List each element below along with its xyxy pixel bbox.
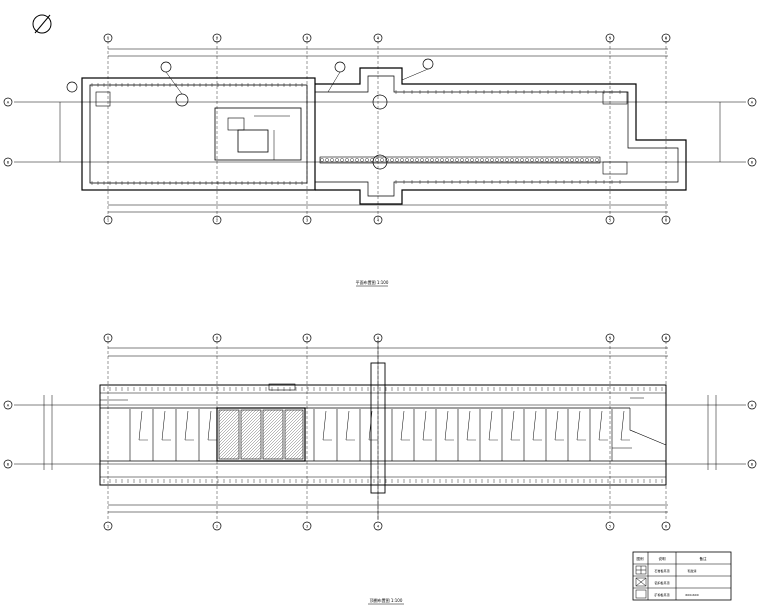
svg-text:6: 6	[665, 36, 668, 40]
svg-text:4: 4	[377, 524, 380, 528]
svg-text:2: 2	[216, 336, 218, 340]
grid-bubble-left-B: B	[3, 157, 13, 167]
grid-bubble-bottom-3: 3	[302, 215, 312, 225]
legend-row-2-name: 铝扣板吊顶	[654, 580, 669, 585]
svg-text:5: 5	[609, 218, 611, 222]
grid-bubble-top-1: 1	[103, 33, 113, 43]
svg-text:3: 3	[306, 218, 308, 222]
ceiling-plan	[14, 336, 746, 520]
legend-dots-symbol-icon	[635, 589, 647, 599]
grid-bubble-bottom-4: 4	[373, 215, 383, 225]
svg-text:A: A	[751, 403, 754, 407]
svg-text:2: 2	[216, 36, 218, 40]
svg-text:B: B	[751, 160, 754, 164]
svg-text:4: 4	[377, 218, 380, 222]
grid-bubble-bottom-2: 2	[212, 215, 222, 225]
grid-bubble-top-4: 4	[373, 33, 383, 43]
svg-text:6: 6	[665, 218, 668, 222]
grid-bubble-bottom-1: 1	[103, 521, 113, 531]
grid-bubble-bottom-2: 2	[212, 521, 222, 531]
grid-bubble-top-3: 3	[302, 333, 312, 343]
grid-bubble-left-A: A	[3, 97, 13, 107]
svg-text:A: A	[751, 100, 754, 104]
legend-cross-symbol-icon	[635, 577, 647, 587]
svg-text:B: B	[751, 462, 754, 466]
grid-bubble-left-B: B	[3, 459, 13, 469]
grid-bubble-bottom-6: 6	[661, 521, 671, 531]
grid-bubble-top-2: 2	[212, 33, 222, 43]
svg-text:1: 1	[107, 524, 109, 528]
legend-header-name: 说明	[659, 556, 667, 561]
grid-bubble-top-4: 4	[373, 333, 383, 343]
legend-row-1-note: 乳胶漆	[687, 568, 696, 573]
svg-text:3: 3	[306, 36, 308, 40]
floor-plan	[14, 36, 746, 220]
svg-text:5: 5	[609, 36, 611, 40]
grid-bubble-top-1: 1	[103, 333, 113, 343]
grid-bubble-top-3: 3	[302, 33, 312, 43]
grid-bubble-bottom-4: 4	[373, 521, 383, 531]
legend-row-3-note: 600x600	[685, 593, 698, 597]
svg-text:B: B	[7, 160, 10, 164]
grid-bubble-right-B: B	[747, 459, 757, 469]
grid-bubble-bottom-6: 6	[661, 215, 671, 225]
svg-text:1: 1	[107, 336, 109, 340]
svg-text:3: 3	[306, 336, 308, 340]
svg-text:3: 3	[306, 524, 308, 528]
ceiling-plan-title: 顶棚布置图 1:100	[370, 597, 403, 603]
grid-bubble-top-6: 6	[661, 333, 671, 343]
grid-bubble-top-6: 6	[661, 33, 671, 43]
grid-bubble-right-A: A	[747, 400, 757, 410]
legend-grid-symbol-icon	[635, 565, 647, 575]
grid-bubble-right-B: B	[747, 157, 757, 167]
svg-text:6: 6	[665, 524, 668, 528]
svg-text:4: 4	[377, 36, 380, 40]
legend-header-symbol: 图例	[637, 556, 645, 561]
grid-bubble-bottom-5: 5	[605, 521, 615, 531]
grid-bubble-bottom-1: 1	[103, 215, 113, 225]
svg-text:5: 5	[609, 524, 611, 528]
svg-text:6: 6	[665, 336, 668, 340]
legend-header-note: 备注	[700, 556, 708, 561]
grid-bubble-bottom-3: 3	[302, 521, 312, 531]
legend-table: 图例 说明 备注 石膏板吊顶 乳胶漆 铝扣板吊顶 矿棉板吊顶 600x600	[632, 551, 732, 601]
svg-text:2: 2	[216, 218, 218, 222]
grid-bubble-left-A: A	[3, 400, 13, 410]
grid-bubble-top-5: 5	[605, 333, 615, 343]
svg-text:4: 4	[377, 336, 380, 340]
svg-text:A: A	[7, 100, 10, 104]
svg-text:5: 5	[609, 336, 611, 340]
svg-text:1: 1	[107, 218, 109, 222]
north-arrow-icon	[32, 14, 52, 34]
floor-plan-title: 平面布置图 1:100	[356, 279, 389, 285]
svg-text:A: A	[7, 403, 10, 407]
grid-bubble-right-A: A	[747, 97, 757, 107]
grid-bubble-top-2: 2	[212, 333, 222, 343]
legend-row-1-name: 石膏板吊顶	[654, 568, 669, 573]
grid-bubble-top-5: 5	[605, 33, 615, 43]
legend-row-3-name: 矿棉板吊顶	[654, 592, 669, 597]
svg-text:1: 1	[107, 36, 109, 40]
grid-bubble-bottom-5: 5	[605, 215, 615, 225]
svg-text:B: B	[7, 462, 10, 466]
svg-text:2: 2	[216, 524, 218, 528]
